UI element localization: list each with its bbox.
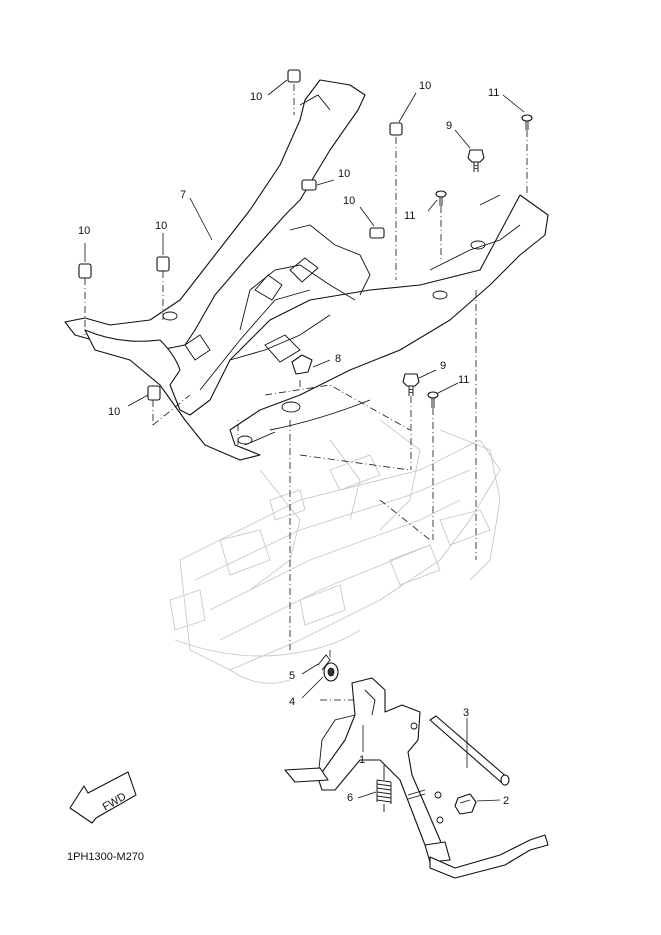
callout-2-stopper: 2 [503,795,509,807]
footrest-board-part [64,79,549,461]
stopper-part [454,793,477,815]
callout-9-upper-bolt: 9 [446,120,452,132]
spring-part [376,765,392,812]
screw-parts [427,114,533,408]
callout-labels: 10 10 11 9 10 10 7 11 10 10 8 9 11 10 5 … [78,80,509,807]
fwd-direction-arrow: FWD [69,771,137,824]
callout-7-footrest-board: 7 [180,189,186,201]
grommet-part [291,354,313,375]
callout-10-top-clip: 10 [250,91,262,103]
callout-3-shaft: 3 [463,707,469,719]
callout-4-washer: 4 [289,696,295,708]
center-stand-part [284,677,549,879]
frame-outline [169,419,501,684]
callout-5-cotter-pin: 5 [289,670,295,682]
callout-11-top-right-screw: 11 [488,87,499,99]
callout-8-grommet: 8 [335,353,341,365]
drawing-code: 1PH1300-M270 [67,851,144,863]
callout-6-spring: 6 [347,792,353,804]
cotter-pin-part [317,654,331,671]
assembly-lines [84,84,528,716]
callout-11-middle-screw: 11 [404,210,415,222]
callout-9-lower-bolt: 9 [440,360,446,372]
callout-10-left-clip: 10 [78,225,90,237]
callout-10-lower-left-clip: 10 [108,406,120,418]
callout-10-inner-left-clip: 10 [155,220,167,232]
washer-part [323,662,339,682]
stand-shaft-part [429,715,510,786]
leader-lines [84,79,525,802]
callout-10-upper-right-clip: 10 [419,80,431,92]
callout-11-lower-screw: 11 [458,374,469,386]
callout-10-right-clip: 10 [343,195,355,207]
bolt-parts [402,149,485,396]
callout-1-center-stand: 1 [359,754,365,766]
callout-10-center-clip: 10 [338,168,350,180]
